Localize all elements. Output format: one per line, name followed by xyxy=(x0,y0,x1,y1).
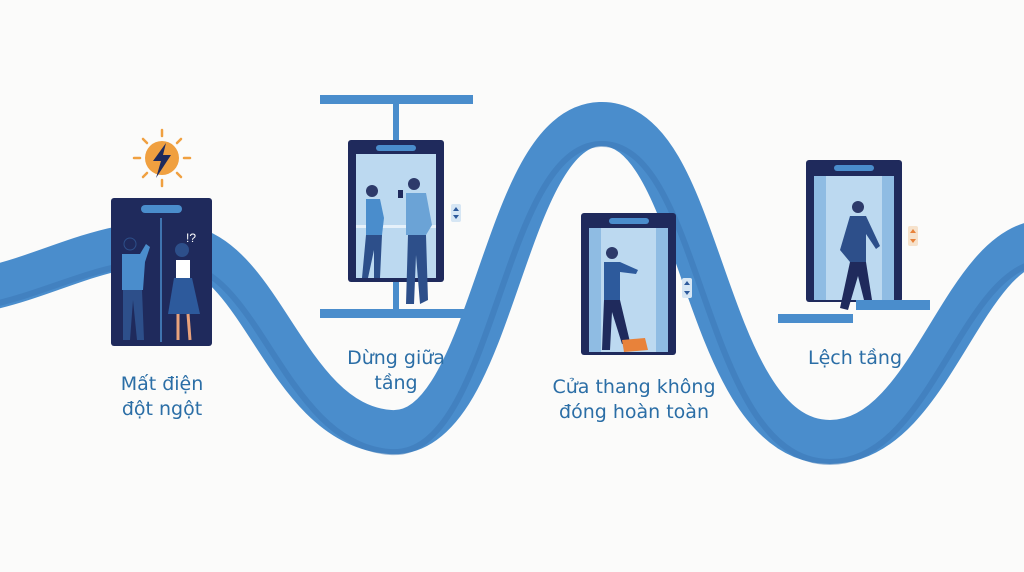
step-label-stuck-between-floors: Dừng giữa tầng xyxy=(347,346,445,396)
power-outage-icon: !? xyxy=(111,128,212,346)
label-line: tầng xyxy=(374,372,418,394)
label-line: Lệch tầng xyxy=(808,347,902,369)
sun-lightning-icon xyxy=(132,128,192,188)
step-label-door-not-closing: Cửa thang không đóng hoàn toàn xyxy=(552,375,715,425)
label-line: đột ngột xyxy=(121,398,203,420)
misaligned-floor-icon xyxy=(778,160,930,323)
label-line: đóng hoàn toàn xyxy=(559,401,709,423)
stuck-between-floors-icon xyxy=(320,95,473,318)
step-label-power-outage: Mất điện đột ngột xyxy=(121,372,204,422)
door-not-closing-icon xyxy=(581,213,692,355)
step-label-misaligned-floor: Lệch tầng xyxy=(808,346,902,371)
label-line: Mất điện xyxy=(120,373,204,395)
exclaim-text: !? xyxy=(186,231,196,245)
label-line: Dừng giữa xyxy=(347,347,445,369)
label-line: Cửa thang không xyxy=(552,376,716,398)
